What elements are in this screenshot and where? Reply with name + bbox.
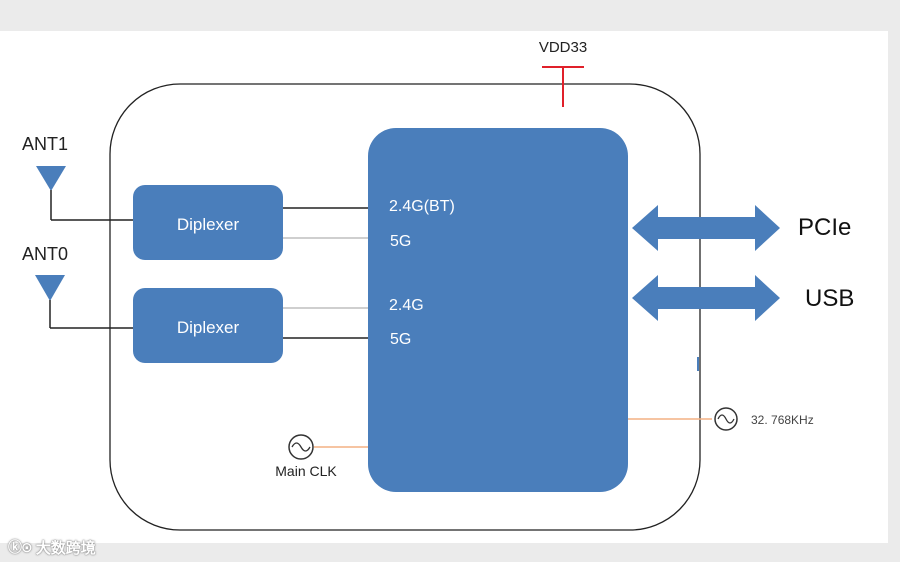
wifi-bt-chip	[368, 128, 628, 492]
watermark-text: 大数跨境	[35, 538, 96, 557]
interface-label-usb: USB	[805, 285, 854, 312]
sine-oscillator-icon	[714, 407, 738, 431]
diplexer-0-label: Diplexer	[177, 318, 240, 337]
port-label: 5G	[390, 233, 411, 250]
power-label: VDD33	[539, 39, 587, 56]
antenna-label-ant0: ANT0	[22, 244, 68, 264]
port-label: 5G	[390, 331, 411, 348]
diplexer-1-label: Diplexer	[177, 215, 240, 234]
antenna-triangle-icon	[36, 166, 133, 221]
power-symbol	[542, 66, 584, 107]
main-clock-label: Main CLK	[275, 463, 337, 479]
watermark: ⓚ⊙ 大数跨境	[8, 537, 96, 557]
sine-oscillator-icon	[288, 434, 314, 460]
antenna-label-ant1: ANT1	[22, 134, 68, 154]
artifact-mark	[697, 357, 699, 371]
rtc-clock-label: 32. 768KHz	[751, 413, 814, 427]
double-arrow-icon	[632, 205, 780, 251]
diplexer-0	[133, 288, 283, 363]
interface-label-pcie: PCIe	[798, 214, 851, 241]
port-label: 2.4G(BT)	[389, 198, 455, 215]
diplexer-1	[133, 185, 283, 260]
port-label: 2.4G	[389, 297, 424, 314]
watermark-logo-icon: ⓚ⊙	[8, 540, 33, 556]
double-arrow-icon	[632, 275, 780, 321]
antenna-triangle-icon	[35, 275, 133, 329]
